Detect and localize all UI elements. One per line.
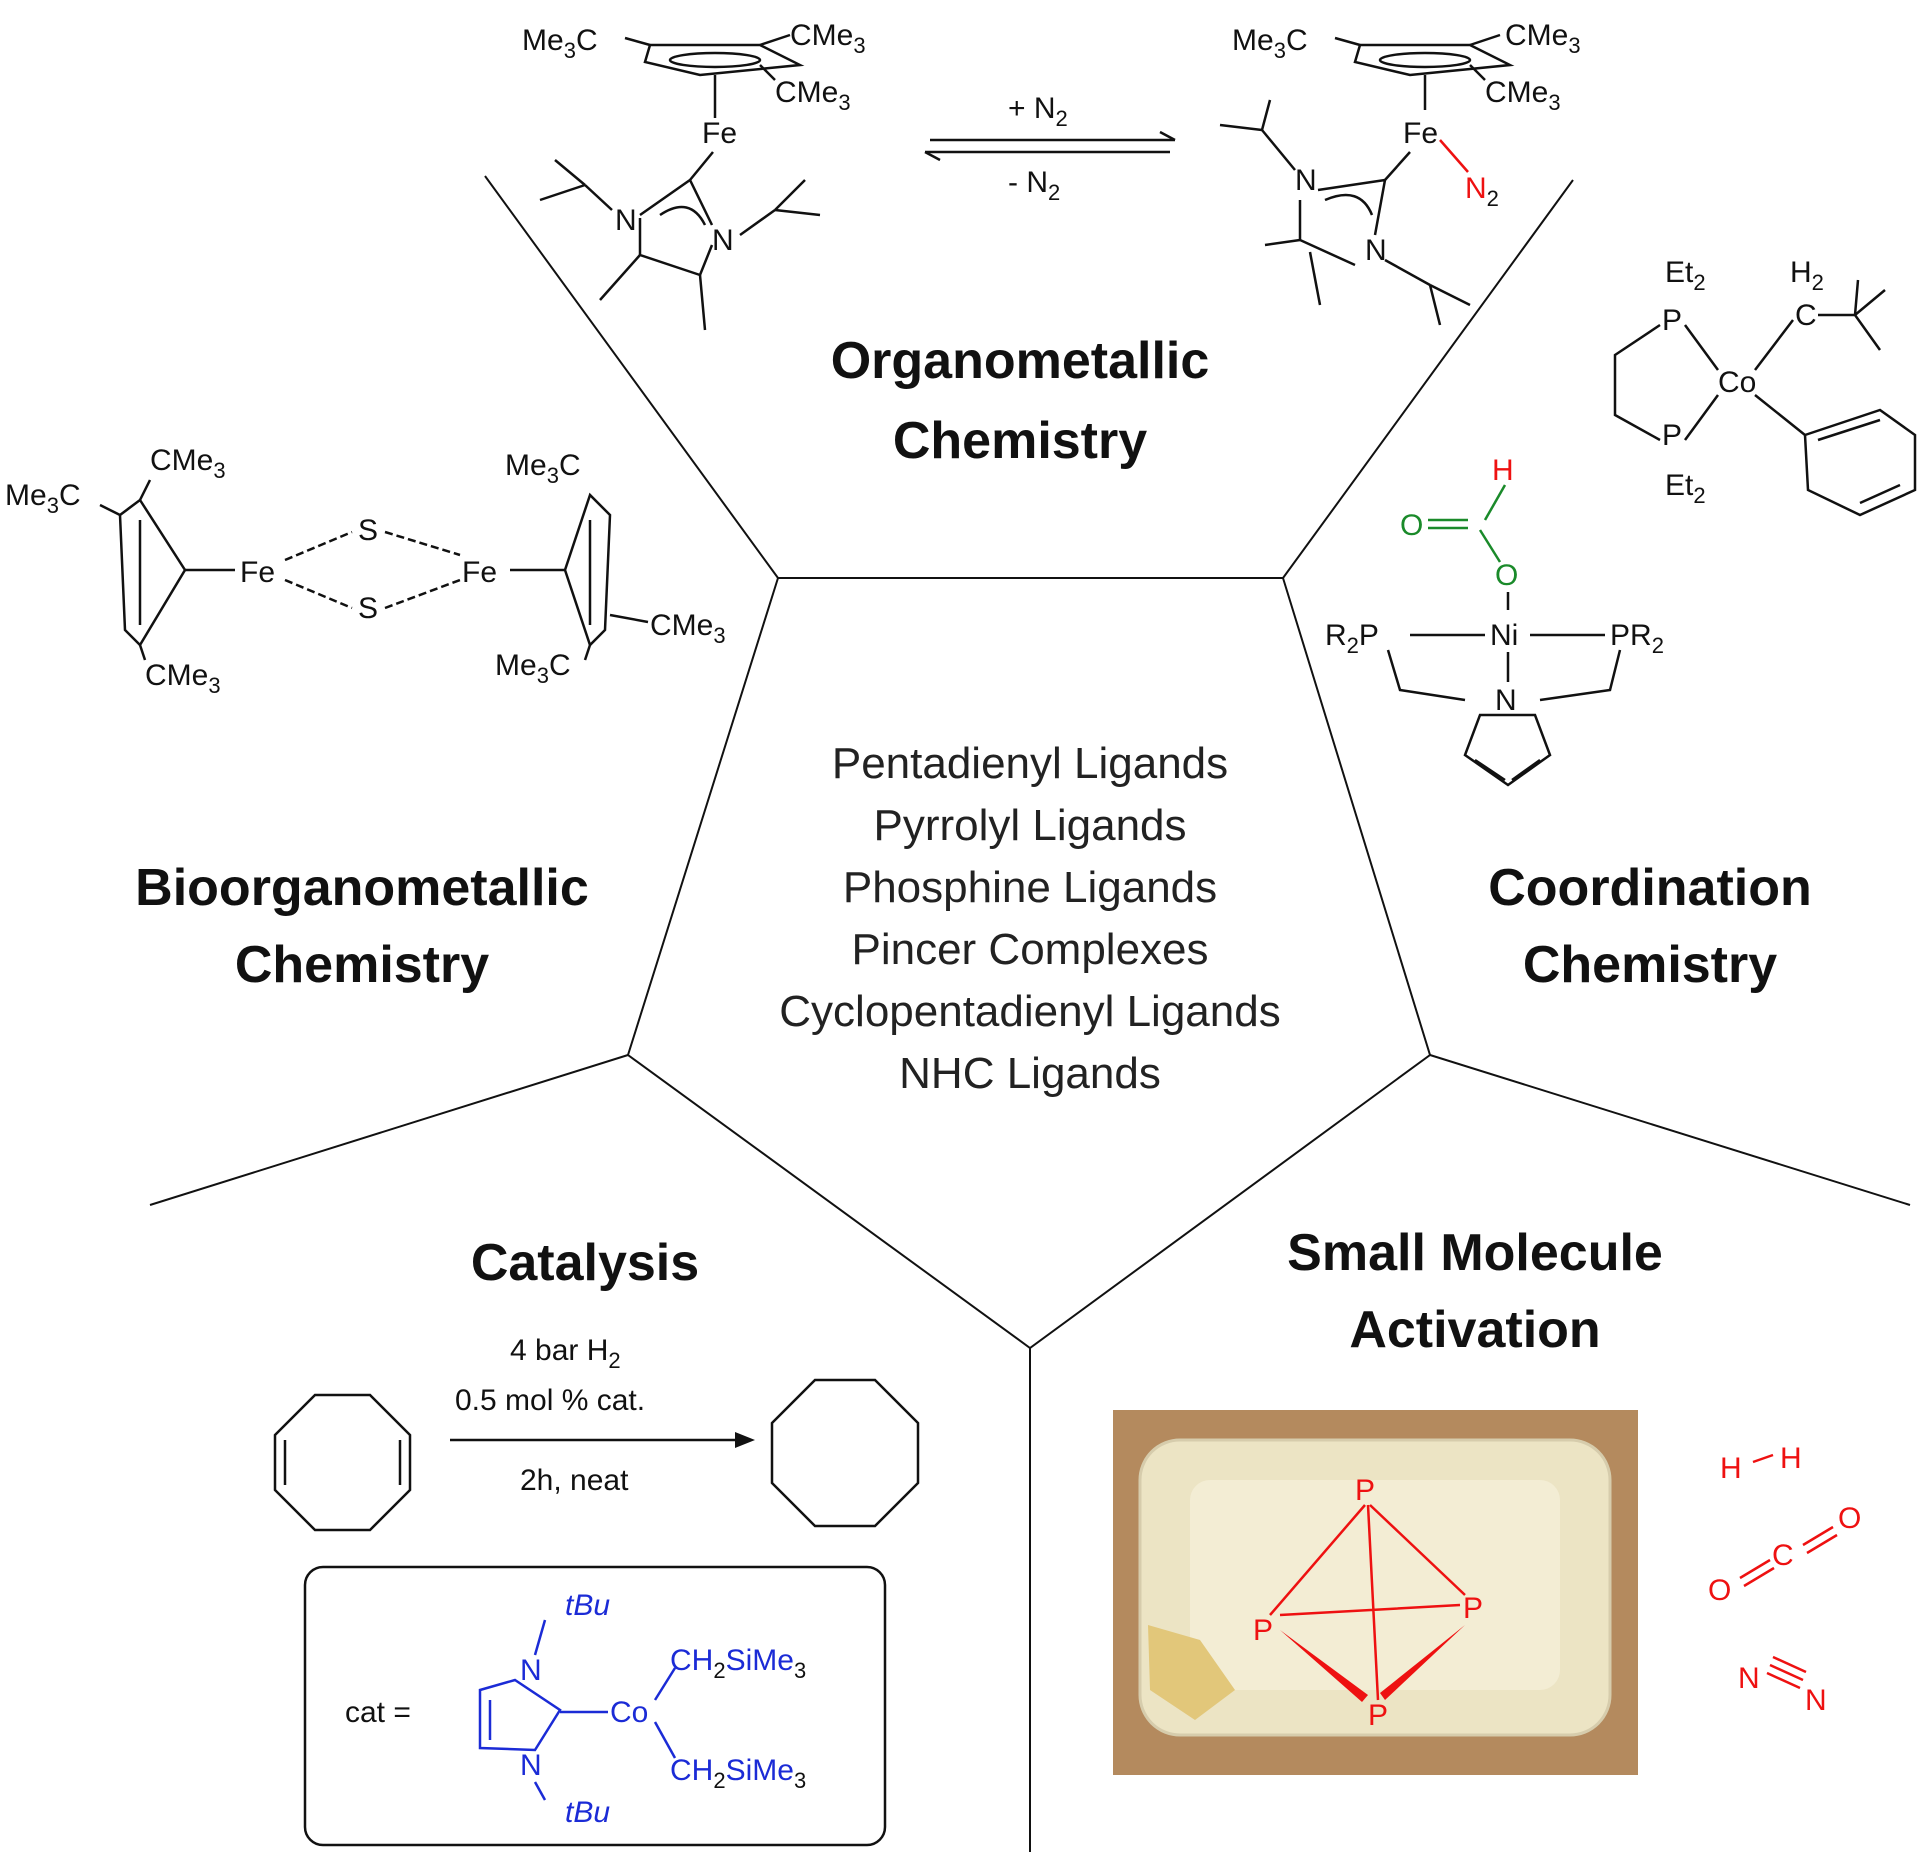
ni-pnp-pincer-formate: H O O R2P Ni PR2 N: [1325, 454, 1664, 787]
svg-text:0.5 mol % cat.: 0.5 mol % cat.: [455, 1384, 645, 1417]
svg-text:CMe3: CMe3: [790, 19, 866, 58]
svg-text:N: N: [615, 204, 637, 237]
title-small-molecule-2: Activation: [1349, 1301, 1600, 1359]
svg-text:- N2: - N2: [1008, 166, 1060, 205]
svg-text:2h, neat: 2h, neat: [520, 1464, 629, 1497]
svg-text:Fe: Fe: [702, 117, 737, 150]
title-organometallic: Organometallic: [831, 332, 1210, 390]
center-ligand-list: Pentadienyl Ligands Pyrrolyl Ligands Pho…: [779, 739, 1280, 1098]
svg-text:P: P: [1662, 304, 1682, 337]
title-bioorganometallic-2: Chemistry: [235, 936, 489, 994]
svg-text:tBu: tBu: [565, 1589, 610, 1622]
svg-text:Et2: Et2: [1665, 469, 1706, 508]
small-molecules: H H O C O N N: [1708, 1442, 1861, 1717]
svg-text:N: N: [520, 1654, 542, 1687]
svg-text:CMe3: CMe3: [145, 659, 221, 698]
p4-tetrahedron: P P P P: [1253, 1474, 1483, 1732]
svg-text:CMe3: CMe3: [650, 609, 726, 648]
catalyst-box: cat = tBu N N tBu Co CH2SiMe3 CH2SiMe3: [303, 1565, 887, 1847]
svg-text:4 bar H2: 4 bar H2: [510, 1334, 621, 1373]
svg-text:H2: H2: [1790, 256, 1824, 295]
svg-text:H: H: [1492, 454, 1514, 487]
svg-text:R2P: R2P: [1325, 619, 1379, 658]
svg-text:P: P: [1662, 419, 1682, 452]
svg-text:Co: Co: [610, 1696, 648, 1729]
svg-text:O: O: [1495, 559, 1518, 592]
svg-text:H: H: [1780, 1442, 1802, 1475]
fe-nhc-n2-complex-right: Me3C CMe3 CMe3 Fe N2 N N: [1219, 19, 1581, 326]
svg-text:Et2: Et2: [1665, 256, 1706, 295]
svg-text:CMe3: CMe3: [1505, 19, 1581, 58]
svg-text:O: O: [1708, 1574, 1731, 1607]
svg-text:CMe3: CMe3: [775, 76, 851, 115]
center-item-phosphine: Phosphine Ligands: [843, 863, 1217, 912]
center-item-pincer: Pincer Complexes: [851, 925, 1208, 974]
svg-text:O: O: [1400, 509, 1423, 542]
svg-text:Me3C: Me3C: [1232, 24, 1308, 63]
svg-text:N: N: [1738, 1662, 1760, 1695]
svg-text:N: N: [520, 1749, 542, 1782]
center-item-nhc: NHC Ligands: [899, 1049, 1161, 1098]
svg-text:Co: Co: [1718, 366, 1756, 399]
svg-text:N: N: [1805, 1684, 1827, 1717]
svg-text:S: S: [358, 514, 378, 547]
co-phosphine-complex: Et2 P P Et2 Co H2 C: [1613, 256, 1917, 517]
center-item-pyrrolyl: Pyrrolyl Ligands: [873, 801, 1186, 850]
svg-text:CH2SiMe3: CH2SiMe3: [670, 1754, 806, 1793]
title-organometallic-2: Chemistry: [893, 412, 1147, 470]
title-coordination: Coordination: [1488, 859, 1812, 917]
svg-text:N: N: [1295, 164, 1317, 197]
svg-text:N: N: [1365, 234, 1387, 267]
svg-text:P: P: [1368, 1699, 1388, 1732]
svg-text:Fe: Fe: [462, 556, 497, 589]
title-bioorganometallic: Bioorganometallic: [135, 859, 589, 917]
divider-lines: [149, 175, 1911, 1852]
svg-text:N: N: [1495, 684, 1517, 717]
svg-text:N2: N2: [1465, 172, 1499, 211]
svg-text:N: N: [712, 224, 734, 257]
svg-text:P: P: [1355, 1474, 1375, 1507]
svg-text:tBu: tBu: [565, 1796, 610, 1829]
svg-text:CH2SiMe3: CH2SiMe3: [670, 1644, 806, 1683]
fe2s2-complex: Me3C CMe3 CMe3 Fe S S Fe Me3C CMe3 Me3C: [5, 444, 726, 698]
title-coordination-2: Chemistry: [1523, 936, 1777, 994]
svg-text:PR2: PR2: [1610, 619, 1664, 658]
svg-text:S: S: [358, 592, 378, 625]
svg-text:O: O: [1838, 1502, 1861, 1535]
p4-photo: P P P P: [1113, 1410, 1638, 1775]
svg-text:P: P: [1463, 1592, 1483, 1625]
svg-text:Ni: Ni: [1490, 619, 1518, 652]
center-item-cyclopentadienyl: Cyclopentadienyl Ligands: [779, 987, 1280, 1036]
svg-text:C: C: [1772, 1539, 1794, 1572]
fe-nhc-complex-left: Me3C CMe3 CMe3 Fe N N: [522, 19, 866, 331]
title-catalysis: Catalysis: [471, 1234, 699, 1292]
svg-text:H: H: [1720, 1452, 1742, 1485]
svg-text:Fe: Fe: [240, 556, 275, 589]
svg-text:Me3C: Me3C: [522, 24, 598, 63]
svg-text:C: C: [1795, 299, 1817, 332]
svg-text:Me3C: Me3C: [505, 449, 581, 488]
svg-text:CMe3: CMe3: [150, 444, 226, 483]
svg-text:CMe3: CMe3: [1485, 76, 1561, 115]
svg-text:cat =: cat =: [345, 1696, 411, 1729]
svg-text:+ N2: + N2: [1008, 92, 1068, 131]
svg-text:Fe: Fe: [1403, 117, 1438, 150]
svg-text:P: P: [1253, 1614, 1273, 1647]
catalysis-reaction: 4 bar H2 0.5 mol % cat. 2h, neat: [273, 1334, 920, 1532]
svg-text:Me3C: Me3C: [5, 479, 81, 518]
title-small-molecule: Small Molecule: [1287, 1224, 1663, 1282]
svg-text:Me3C: Me3C: [495, 649, 571, 688]
equilibrium-arrows: + N2 - N2: [924, 92, 1176, 205]
center-item-pentadienyl: Pentadienyl Ligands: [832, 739, 1228, 788]
